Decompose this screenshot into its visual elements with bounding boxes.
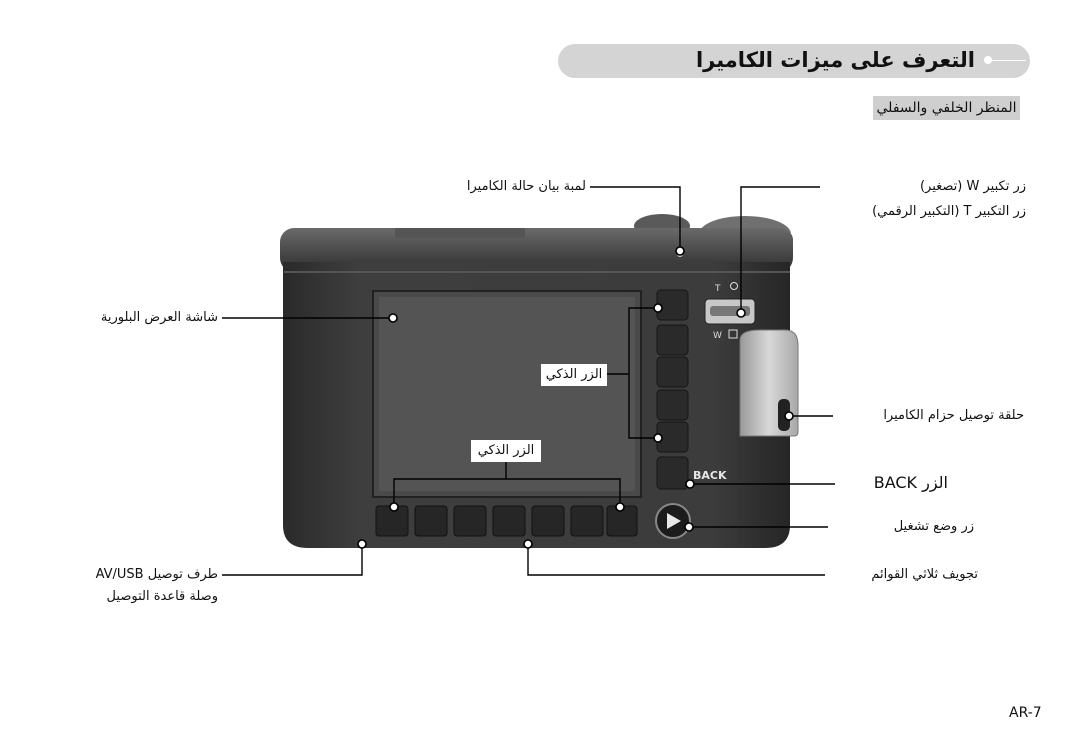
callout-dot (736, 308, 746, 318)
callout-dot (653, 433, 663, 443)
label-av-usb-terminal: طرف توصيل AV/USB (95, 567, 218, 582)
play-icon (667, 513, 681, 529)
callout-dot (653, 303, 663, 313)
callout-dot (684, 522, 694, 532)
zoom-w-engraving: W (713, 331, 722, 341)
label-status-lamp: لمبة بيان حالة الكاميرا (466, 179, 586, 194)
smart-button-row (375, 505, 638, 537)
section-title-bar: التعرف على ميزات الكاميرا (558, 44, 1030, 78)
smart-button-column (656, 289, 689, 490)
page-number: AR-7 (1009, 705, 1042, 721)
callout-dot (675, 246, 685, 256)
callout-dot (388, 313, 398, 323)
title-decoration-line (992, 60, 1026, 61)
page-title: التعرف على ميزات الكاميرا (695, 48, 975, 72)
label-cradle-connector: وصلة قاعدة التوصيل (106, 589, 218, 604)
callout-dot (784, 411, 794, 421)
thumbnail-icon (728, 329, 738, 339)
label-tripod-socket: تجويف ثلاثي القوائم (871, 567, 978, 582)
section-subheading: المنظر الخلفي والسفلي (873, 96, 1020, 120)
zoom-t-engraving: T (714, 284, 721, 294)
back-engraving: BACK (693, 469, 727, 482)
label-play-button: زر وضع تشغيل (893, 519, 974, 534)
callout-dot (357, 539, 367, 549)
callout-dot (615, 502, 625, 512)
label-smart-button-vertical: الزر الذكي (545, 367, 603, 382)
callout-dot (523, 539, 533, 549)
label-back-button: الزر BACK (873, 473, 948, 492)
camera-top-edge (280, 228, 793, 272)
label-lcd: شاشة العرض البلورية (100, 310, 218, 325)
flash-housing (395, 228, 525, 238)
magnifier-icon (730, 282, 738, 290)
callout-dot (685, 479, 695, 489)
label-smart-button-horizontal: الزر الذكي (477, 443, 535, 458)
label-zoom-t: زر التكبير T (التكبير الرقمي) (872, 204, 1026, 219)
strap-eyelet (778, 399, 790, 431)
smart-label-box (471, 440, 541, 462)
title-decoration-dot (984, 56, 992, 64)
label-strap-eyelet: حلقة توصيل حزام الكاميرا (883, 408, 1024, 423)
smart-label-box (541, 364, 607, 386)
callout-dot (389, 502, 399, 512)
label-zoom-w: زر تكبير W (تصغير) (919, 179, 1026, 194)
